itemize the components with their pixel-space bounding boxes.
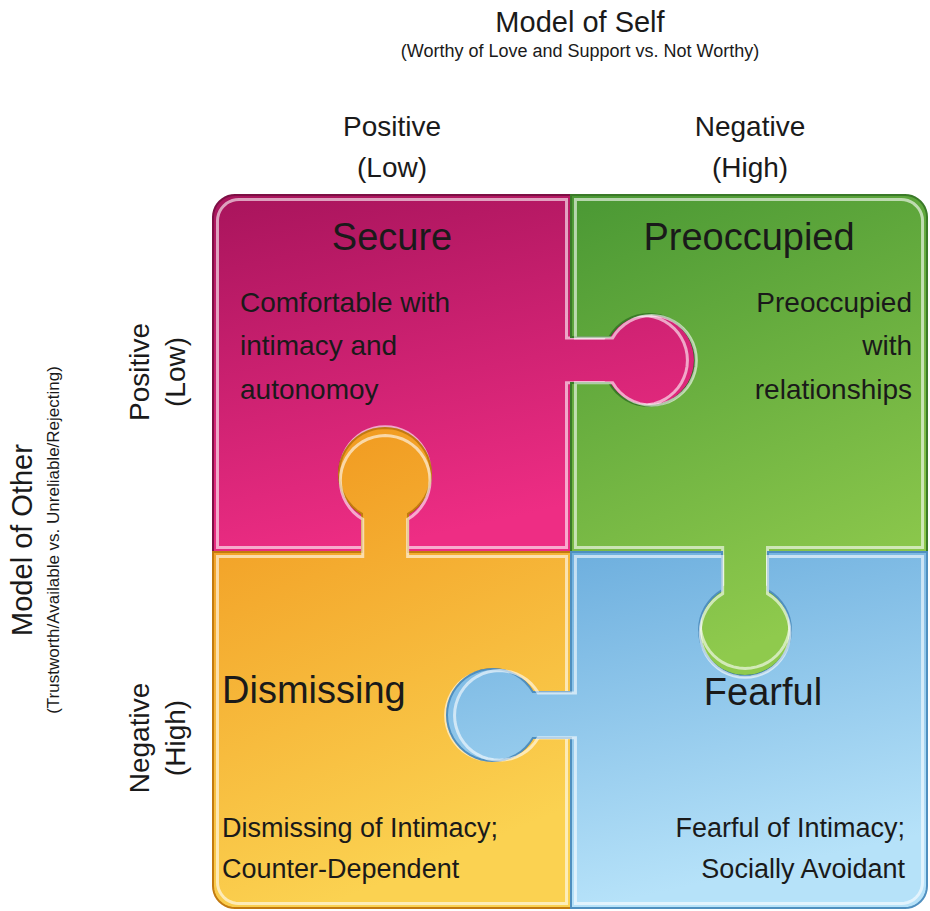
quadrant-heading: Preoccupied [571,215,927,261]
axis-level: Negative (High) [122,673,195,803]
puzzle-piece-outline [447,552,927,908]
quadrant-description: Preoccupied with relationships [722,281,912,411]
fearful-piece: FearfulFearful of Intimacy; Socially Avo… [571,552,927,908]
quadrant-description: Dismissing of Intimacy; Counter-Dependen… [222,808,542,889]
quadrant-heading: Fearful [631,670,895,716]
quadrant-description: Comfortable with intimacy and autonomoy [240,281,530,411]
axis-title: Model of Other [5,444,40,636]
axis-level: Positive (Low) [312,107,472,188]
axis-subtitle: (Worthy of Love and Support vs. Not Wort… [401,41,760,63]
axis-level: Negative (High) [665,107,835,188]
quadrant-description: Fearful of Intimacy; Socially Avoidant [605,808,905,889]
quadrant-heading: Secure [213,215,571,261]
axis-title: Model of Self [495,6,664,39]
axis-level: Positive (Low) [122,307,195,437]
quadrant-heading: Dismissing [222,668,437,714]
axis-subtitle: (Trustworth/Available vs. Unreliable/Rej… [44,366,64,714]
puzzle-piece-outline [213,428,571,908]
puzzle-piece-bevel [455,556,923,903]
preoccupied-piece: PreoccupiedPreoccupied with relationship… [571,195,927,552]
puzzle-piece-bevel [217,436,566,904]
